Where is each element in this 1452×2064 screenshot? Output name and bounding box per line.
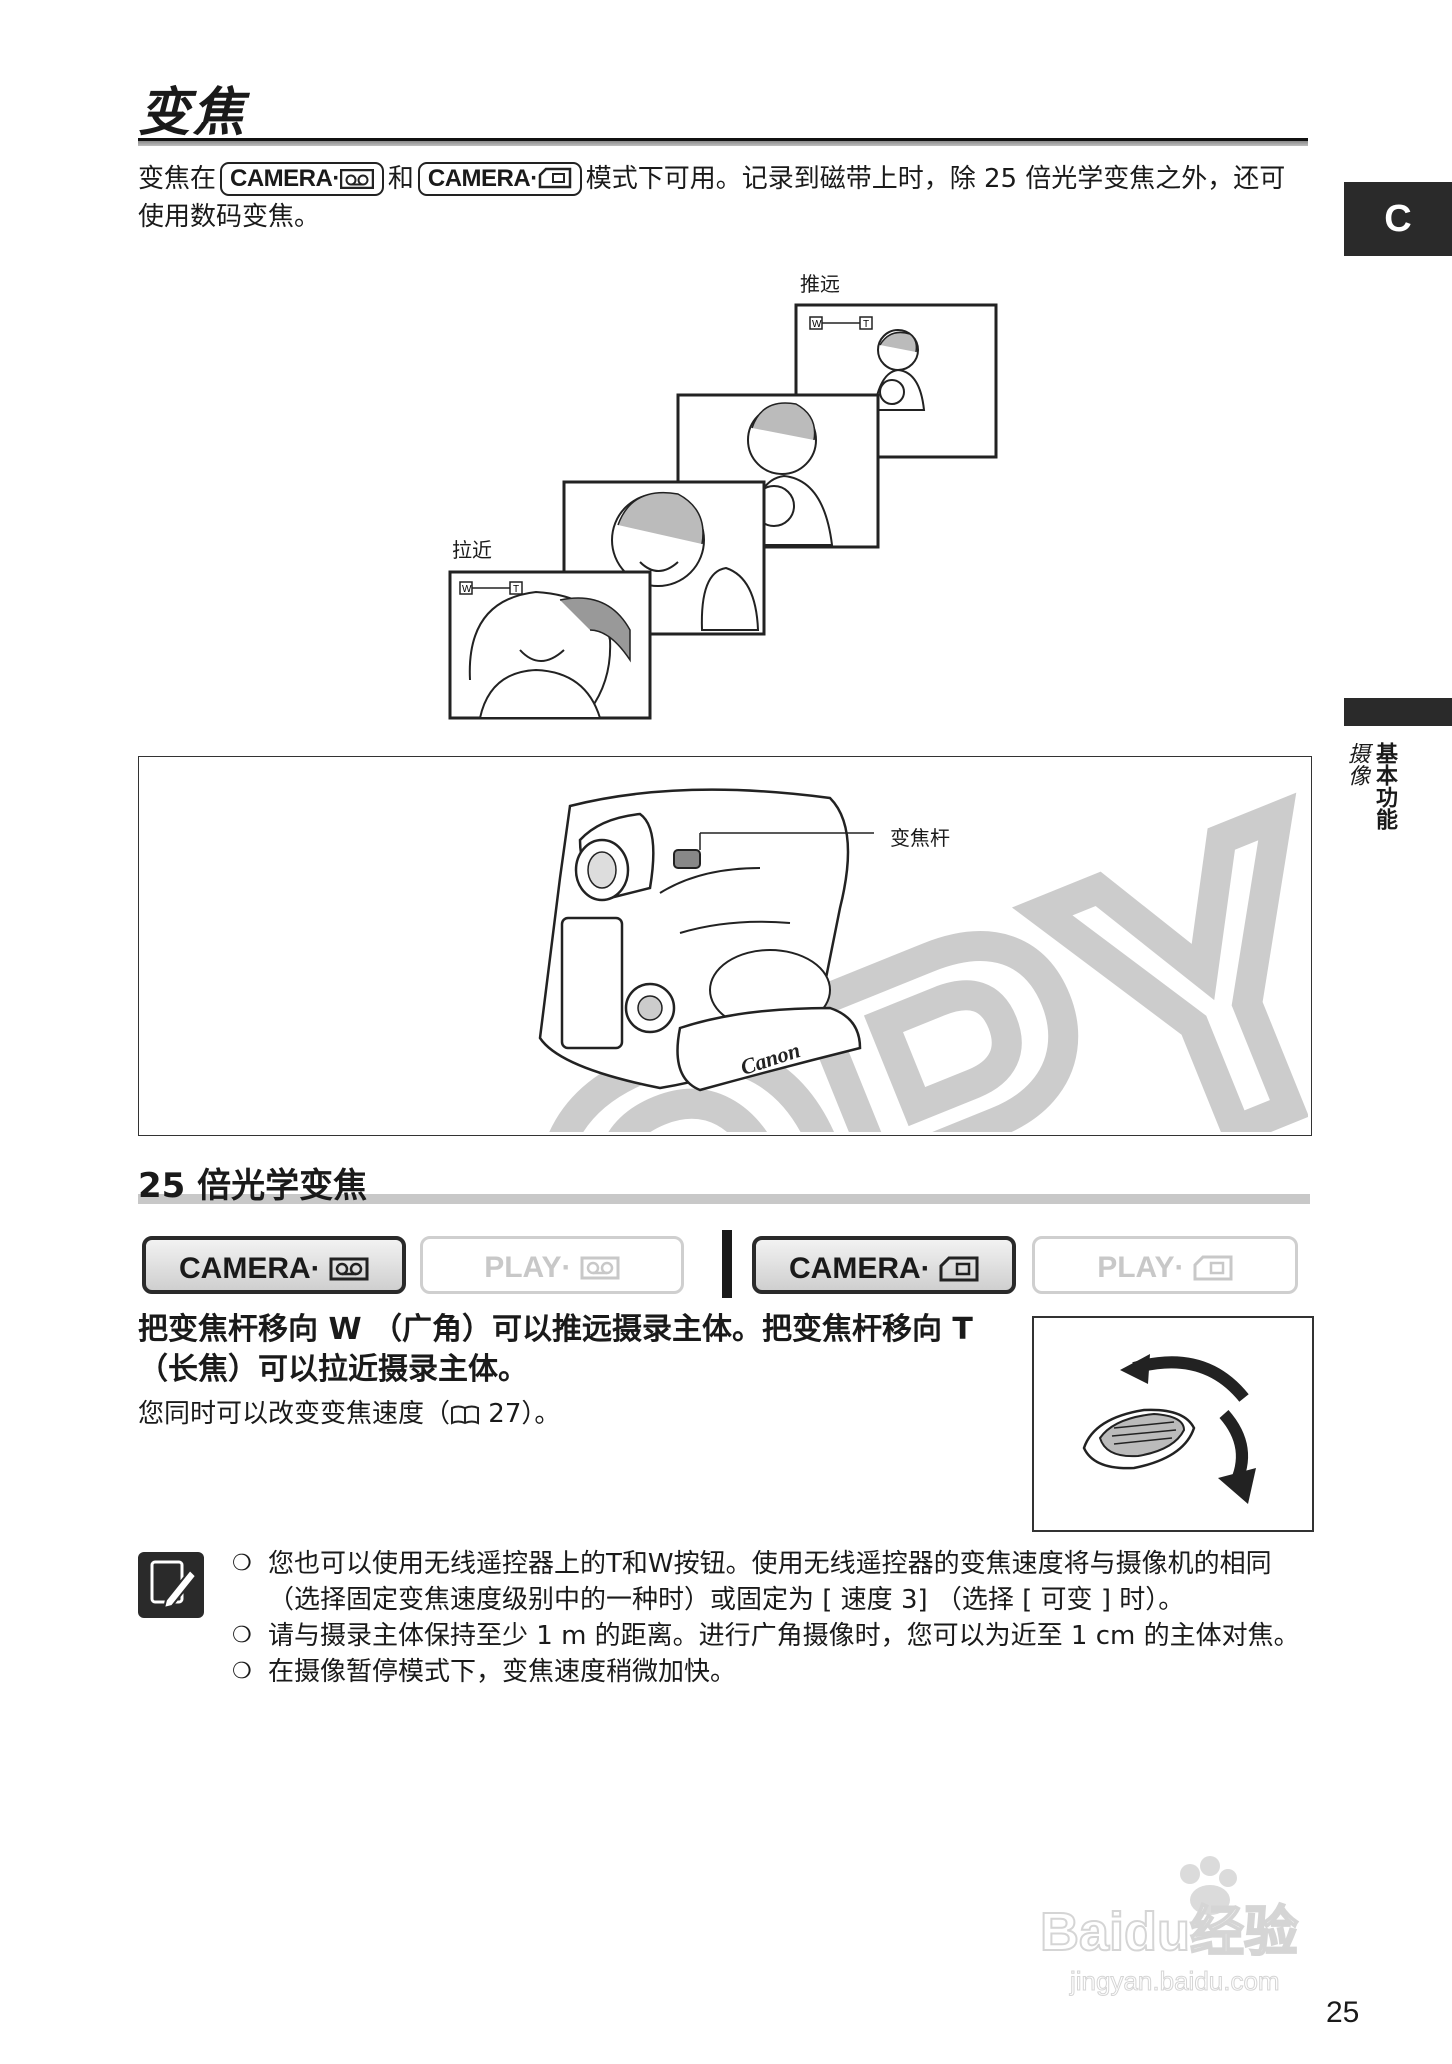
inline-mode-camera-tape: CAMERA· <box>220 162 384 196</box>
notes-list: ❍ 您也可以使用无线遥控器上的T和W按钮。使用无线遥控器的变焦速度将与摄像机的相同… <box>232 1546 1312 1690</box>
inline-mode-camera-card: CAMERA· <box>417 162 582 196</box>
watermark-url: jingyan.baidu.com <box>1069 1966 1280 1996</box>
side-section-bar <box>1344 698 1452 726</box>
tape-icon <box>580 1256 620 1280</box>
zoom-sequence-illustration: W T W T <box>448 303 998 720</box>
camera-figure: COPY Canon <box>185 758 1308 1132</box>
page-title: 变焦 <box>138 83 247 143</box>
camera-figure-box <box>138 756 1312 1136</box>
note-item: ❍ 在摄像暂停模式下，变焦速度稍微加快。 <box>232 1654 1312 1690</box>
section-heading: 25 倍光学变焦 <box>138 1166 368 1206</box>
chapter-tab: C <box>1344 182 1452 256</box>
book-reference-icon <box>451 1405 480 1425</box>
bullet-circle-icon: ❍ <box>232 1551 252 1576</box>
inline-mode-label: CAMERA· <box>427 165 538 192</box>
instruction-ref: 27）。 <box>480 1399 561 1429</box>
page-number: 25 <box>1326 1996 1360 2029</box>
zoom-indicator-w: W <box>812 319 822 330</box>
intro-paragraph: 变焦在 CAMERA· 和 CAMERA·模式下可用。记录到磁带上时，除 25 倍光学… <box>138 160 1298 236</box>
side-section-subtitle: 摄像 <box>1344 742 1369 786</box>
intro-before: 变焦在 <box>138 164 217 194</box>
bullet-circle-icon: ❍ <box>232 1623 252 1648</box>
mode-play-tape: PLAY· <box>420 1236 684 1294</box>
instruction-note: 您同时可以改变变焦速度（ 27）。 <box>138 1396 560 1432</box>
note-text: 请与摄录主体保持至少 1 m 的距离。进行广角摄像时，您可以为近至 1 cm 的… <box>268 1621 1300 1651</box>
card-icon <box>538 167 571 189</box>
mode-camera-tape: CAMERA· <box>142 1236 406 1294</box>
intro-after: 模式下可用。记录到磁带上时，除 25 倍光学变焦之外，还可使用数码变焦。 <box>138 164 1286 232</box>
tape-icon <box>339 168 375 190</box>
tape-icon <box>329 1257 369 1281</box>
label-zoom-out: 推远 <box>800 272 840 296</box>
watermark-brand: Baidu经验 <box>1040 1902 1298 1962</box>
instruction-bold: 把变焦杆移向 W （广角）可以推远摄录主体。把变焦杆移向 T （长焦）可以拉近摄… <box>138 1312 973 1387</box>
mode-label: PLAY· <box>1097 1251 1185 1284</box>
label-zoom-in: 拉近 <box>452 538 492 562</box>
note-text: 您也可以使用无线遥控器上的T和W按钮。使用无线遥控器的变焦速度将与摄像机的相同 … <box>268 1549 1272 1615</box>
mode-label: CAMERA· <box>179 1252 321 1285</box>
inline-mode-label: CAMERA· <box>230 165 340 192</box>
zoom-frame-2 <box>562 480 766 636</box>
note-item: ❍ 请与摄录主体保持至少 1 m 的距离。进行广角摄像时，您可以为近至 1 cm … <box>232 1618 1312 1654</box>
zoom-lever-callout: 变焦杆 <box>890 826 950 850</box>
bullet-circle-icon: ❍ <box>232 1659 252 1684</box>
card-icon <box>1193 1255 1233 1281</box>
mode-camera-card: CAMERA· <box>752 1236 1016 1294</box>
note-item: ❍ 您也可以使用无线遥控器上的T和W按钮。使用无线遥控器的变焦速度将与摄像机的相同… <box>232 1546 1312 1618</box>
zoom-indicator-w: W <box>462 584 472 595</box>
camcorder-illustration: Canon <box>538 788 874 1092</box>
mode-separator <box>722 1230 732 1298</box>
section-rule <box>138 1194 1310 1204</box>
title-rule <box>138 138 1308 146</box>
side-section-title: 基本功能 <box>1372 742 1397 830</box>
arrow-wide-icon <box>1132 1356 1249 1402</box>
zoom-indicator: W T <box>459 581 523 595</box>
instruction-prefix: 您同时可以改变变焦速度（ <box>138 1399 451 1429</box>
note-text: 在摄像暂停模式下，变焦速度稍微加快。 <box>268 1657 737 1687</box>
zoom-frame-3 <box>676 393 880 549</box>
intro-and: 和 <box>387 164 414 194</box>
mode-play-card: PLAY· <box>1032 1236 1298 1294</box>
card-icon <box>939 1256 979 1282</box>
zoom-indicator: W T <box>809 316 873 330</box>
baidu-watermark: Baidu经验 jingyan.baidu.com <box>1039 1856 1299 1997</box>
zoom-lever-illustration <box>1082 1354 1256 1504</box>
mode-label: PLAY· <box>484 1251 572 1284</box>
note-pencil-icon <box>138 1552 204 1618</box>
side-section-label: 基本功能 摄像 <box>1338 742 1398 872</box>
mode-label: CAMERA· <box>789 1252 931 1285</box>
zoom-lever-figure <box>1032 1316 1314 1532</box>
zoom-indicator-t: T <box>513 584 519 595</box>
zoom-indicator-t: T <box>863 319 869 330</box>
zoom-lever-marker <box>673 849 701 869</box>
zoom-frame-near: W T <box>448 570 652 720</box>
